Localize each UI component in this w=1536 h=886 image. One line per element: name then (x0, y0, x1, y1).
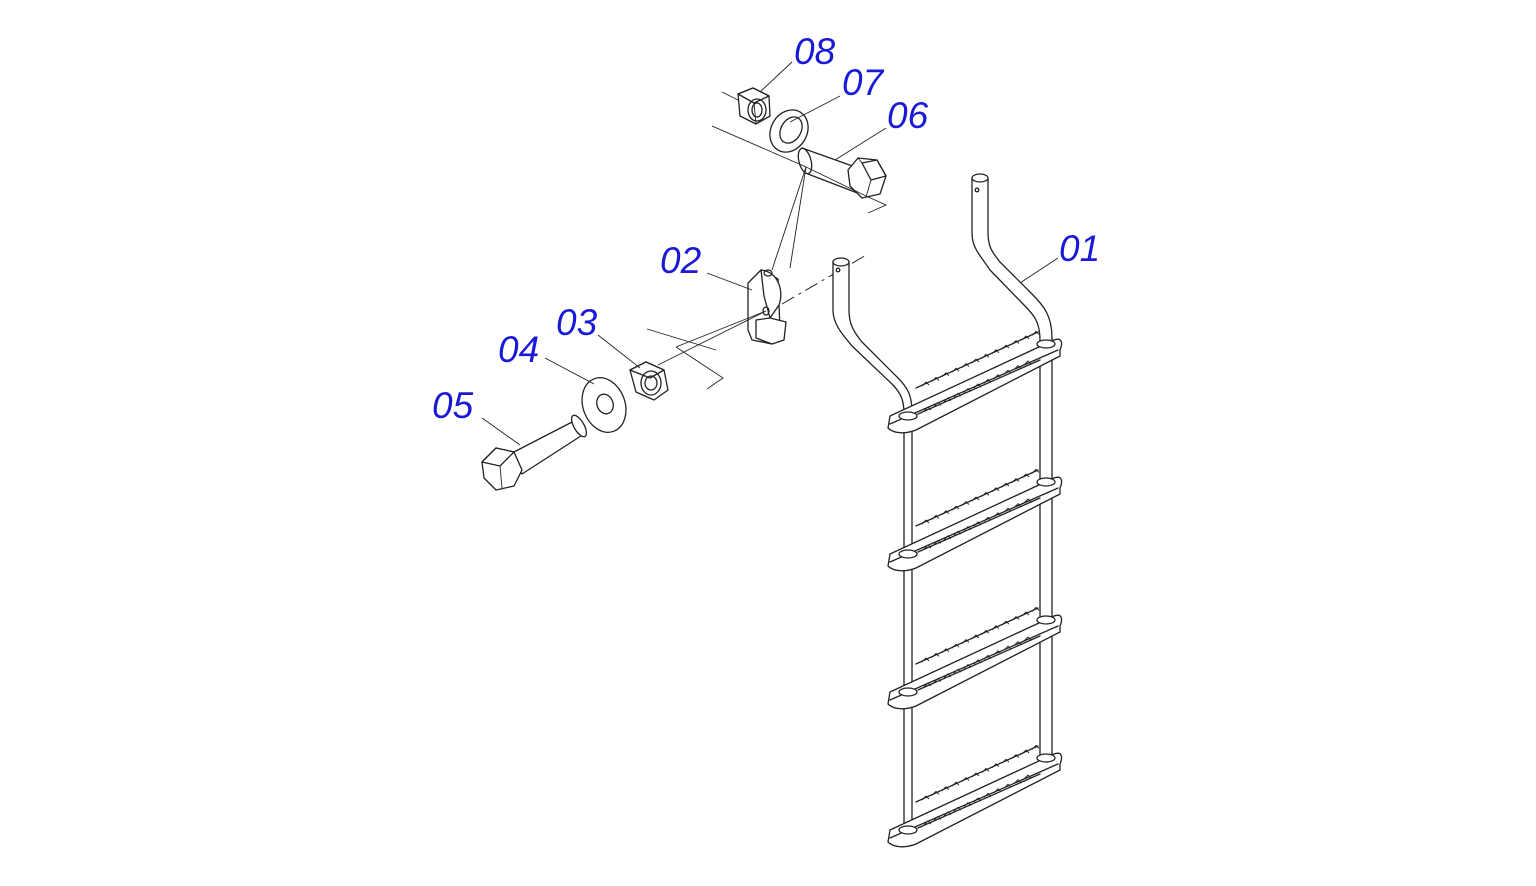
part-02-bracket (747, 269, 787, 345)
ladder-step (887, 330, 1063, 434)
callout-01: 01 (1059, 228, 1100, 269)
ladder-steps (887, 330, 1063, 848)
upper-assembly-axis (711, 125, 888, 271)
ladder-step (887, 468, 1063, 572)
part-04-washer (581, 377, 627, 433)
callout-07: 07 (842, 62, 885, 103)
part-03-nut (629, 361, 669, 401)
bracket-axis-line (781, 253, 869, 305)
callout-05: 05 (432, 385, 474, 426)
lower-assembly-axis (646, 310, 767, 390)
callout-labels: 08 07 06 02 03 04 05 01 (432, 31, 1100, 426)
part-05-bolt (481, 414, 588, 491)
part-06-bolt (797, 147, 887, 199)
callout-08: 08 (794, 31, 836, 72)
part-07-washer (769, 109, 809, 153)
callout-06: 06 (887, 95, 929, 136)
callout-02: 02 (660, 240, 702, 281)
part-08-nut (721, 87, 771, 125)
leader-lines (481, 61, 1059, 446)
ladder-step (887, 744, 1063, 848)
callout-03: 03 (556, 302, 598, 343)
ladder-step (887, 606, 1063, 710)
callout-04: 04 (498, 329, 539, 370)
